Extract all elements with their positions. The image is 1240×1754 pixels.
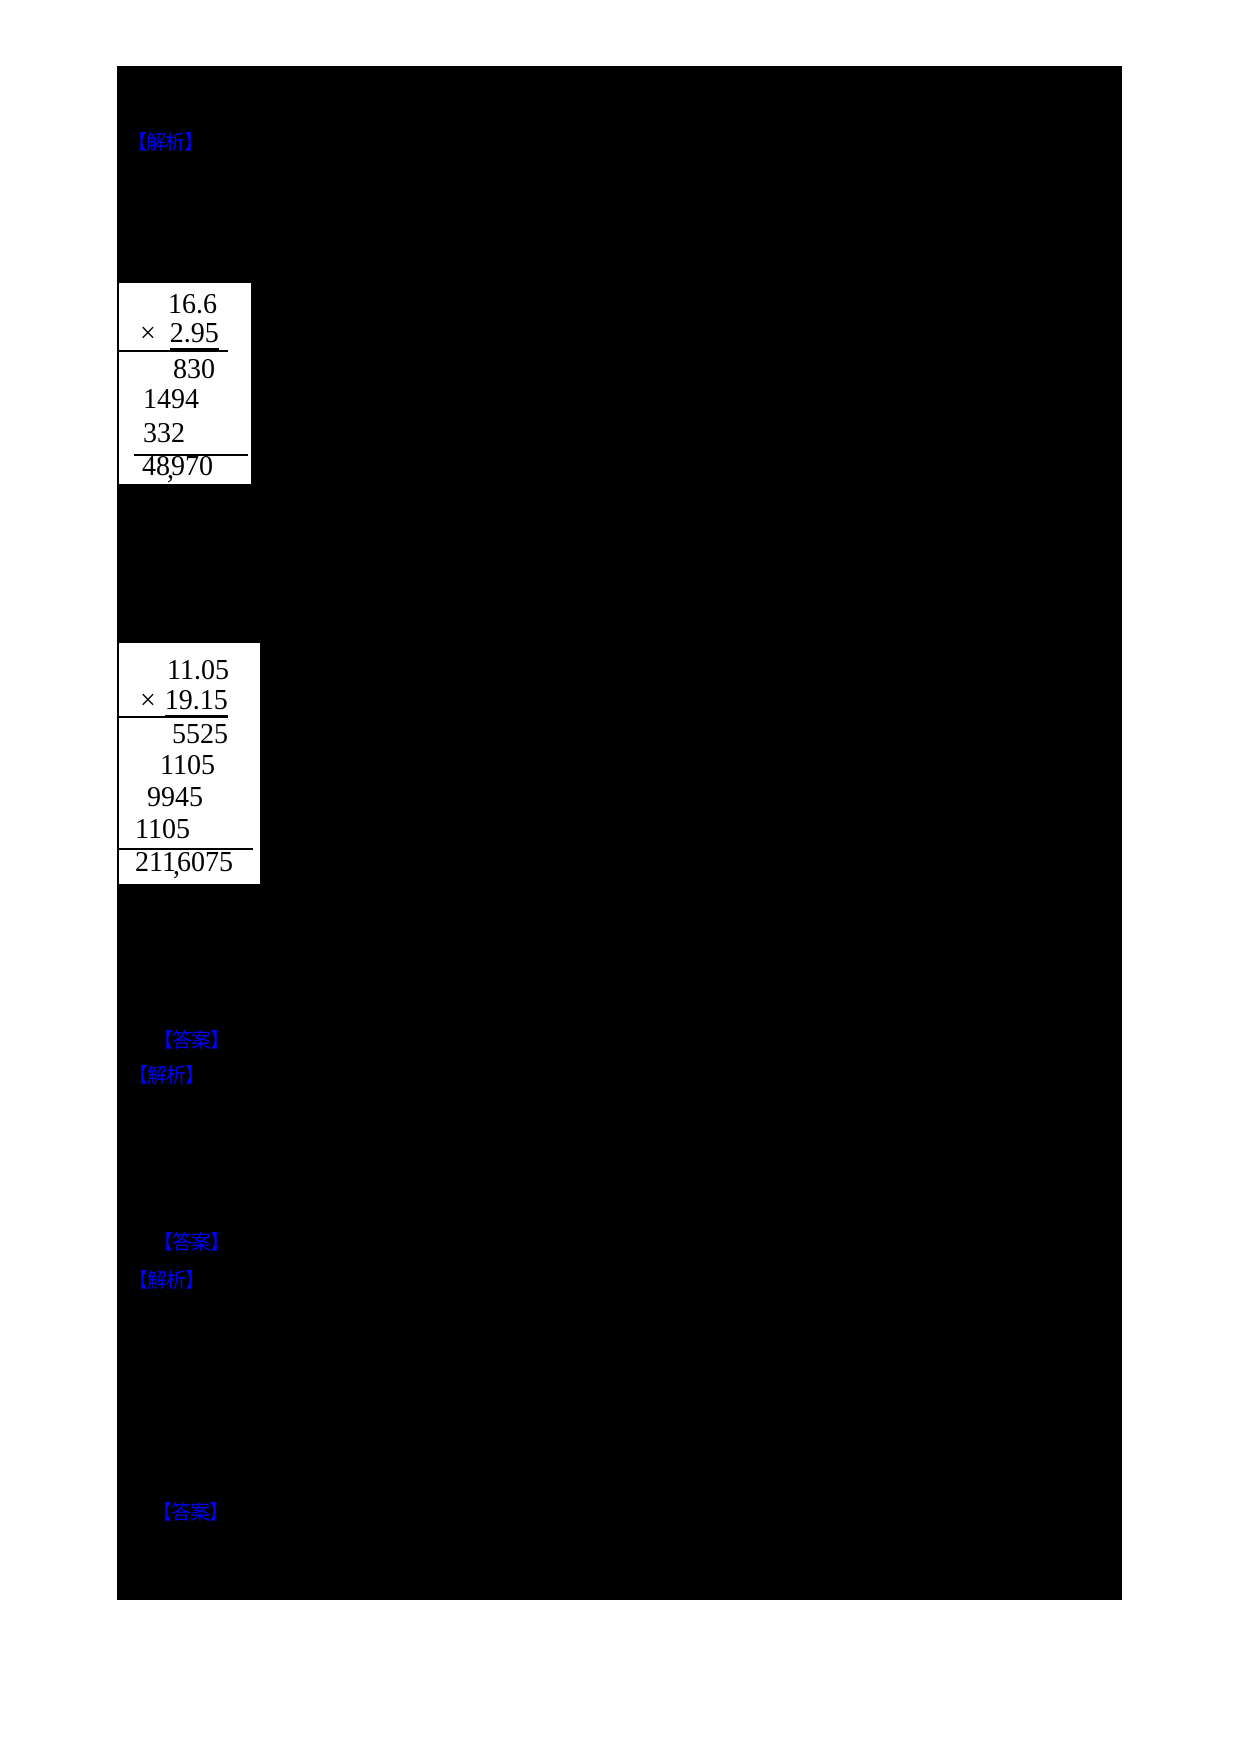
partial-product-row: 1105 [135,816,190,844]
partial-product-row: 1494 [143,386,199,414]
product-integer-part: 211 [135,847,176,878]
decimal-point-mark: , [172,850,180,881]
sum-rule-line [119,848,253,850]
product-fraction-part: 970 [171,451,213,482]
multiplicand-row: 11.05 [167,657,229,685]
partial-product-value: 1105 [135,814,190,845]
sum-rule-line [134,454,248,456]
product-row: 48,970 [142,451,213,485]
multiplier-value: 2.95 [169,318,219,350]
decimal-point-mark: , [167,454,174,485]
long-multiplication-box-1: 16.6 × 2.95 830 1494 332 48,970 [119,283,251,484]
product-row: 211,6075 [135,847,233,881]
multiplier-value: 19.15 [164,685,228,717]
analysis-label: 【解析】 [127,132,204,154]
partial-product-row: 830 [173,356,215,384]
partial-product-row: 5525 [172,721,228,749]
partial-product-value: 1494 [143,384,199,415]
multiplication-rule-line [119,716,228,718]
analysis-label: 【解析】 [128,1065,205,1087]
answer-label: 【答案】 [153,1232,230,1254]
multiplicand-value: 16.6 [168,289,217,320]
black-content-overlay: 【解析】 【答案】 【解析】 【答案】 【解析】 【答案】 16.6 × 2.95… [117,66,1122,1600]
answer-label: 【答案】 [153,1030,230,1052]
multiplication-rule-line [119,350,228,352]
partial-product-row: 9945 [147,784,203,812]
partial-product-value: 1105 [160,750,215,781]
multiplier-row: × 19.15 [140,687,228,717]
multiplication-sign: × [140,685,156,716]
partial-product-value: 332 [143,418,185,449]
multiplicand-value: 11.05 [167,655,229,686]
partial-product-row: 332 [143,420,185,448]
partial-product-value: 830 [173,354,215,385]
analysis-label: 【解析】 [128,1270,205,1292]
multiplicand-row: 16.6 [168,291,217,319]
product-fraction-part: 6075 [176,847,233,878]
product-integer-part: 48 [142,451,170,482]
multiplication-sign: × [140,318,156,349]
long-multiplication-box-2: 11.05 × 19.15 5525 1105 9945 1105 211,607… [119,643,260,884]
multiplier-row: × 2.95 [140,320,219,350]
partial-product-value: 5525 [172,719,228,750]
answer-label: 【答案】 [152,1502,229,1524]
partial-product-row: 1105 [160,752,215,780]
partial-product-value: 9945 [147,782,203,813]
